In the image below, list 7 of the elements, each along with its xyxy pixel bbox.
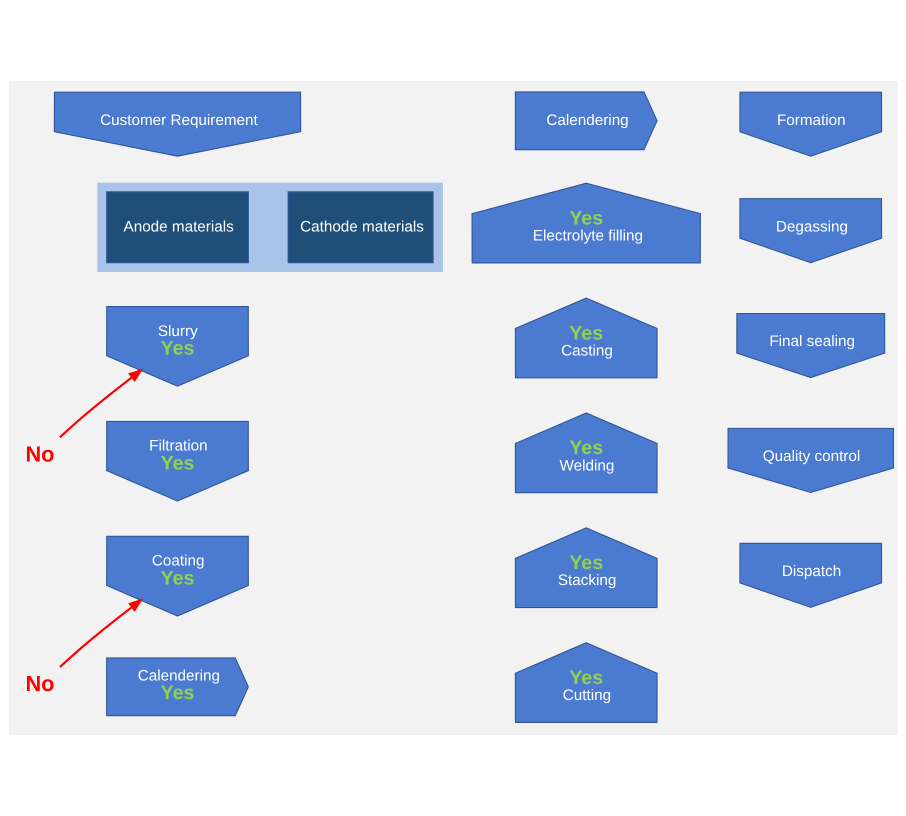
node-text: No — [24, 671, 54, 696]
arrow — [58, 368, 143, 438]
node-box: Cathode materials — [287, 191, 434, 264]
node-text: No — [24, 441, 54, 466]
arrow — [58, 598, 143, 668]
node-box: Anode materials — [106, 191, 248, 264]
cluster — [96, 182, 442, 272]
